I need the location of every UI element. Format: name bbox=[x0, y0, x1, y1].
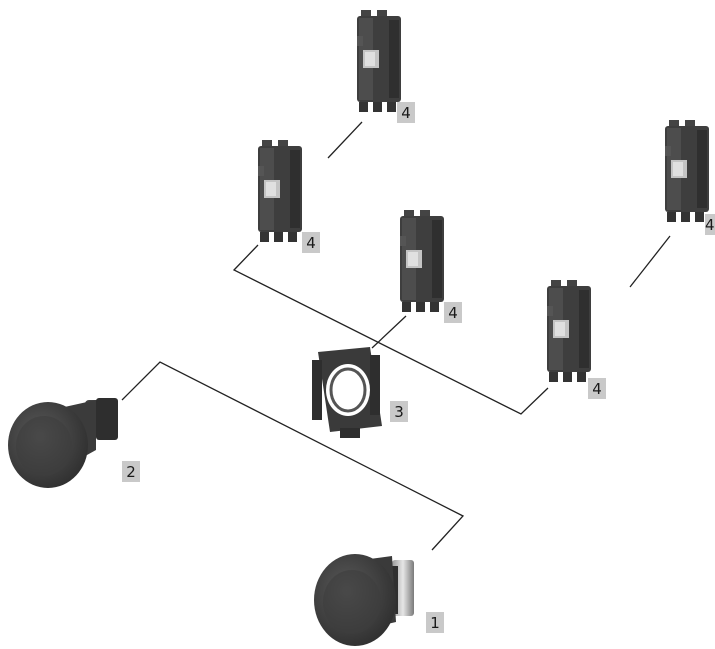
label-block-left: 4 bbox=[302, 232, 320, 253]
leader-line-block-right bbox=[630, 236, 670, 287]
leader-line-adapter-3 bbox=[372, 316, 406, 348]
mushroom-button-small bbox=[314, 554, 414, 646]
contact-block-far-right bbox=[665, 120, 709, 222]
label-adapter: 3 bbox=[390, 401, 408, 422]
contact-block-right bbox=[547, 280, 591, 382]
label-block-far-right: 4 bbox=[705, 214, 715, 235]
label-block-center: 4 bbox=[444, 302, 462, 323]
leader-line-button-2 bbox=[122, 362, 463, 550]
label-block-top: 4 bbox=[397, 102, 415, 123]
label-button-large: 2 bbox=[122, 461, 140, 482]
contact-block-left bbox=[258, 140, 302, 242]
label-button-small: 1 bbox=[426, 612, 444, 633]
label-block-right: 4 bbox=[588, 378, 606, 399]
leader-line-block-top bbox=[328, 122, 362, 158]
contact-block-top bbox=[357, 10, 401, 112]
mushroom-button-large bbox=[8, 398, 118, 488]
mounting-adapter bbox=[312, 347, 382, 438]
contact-block-center bbox=[400, 210, 444, 312]
